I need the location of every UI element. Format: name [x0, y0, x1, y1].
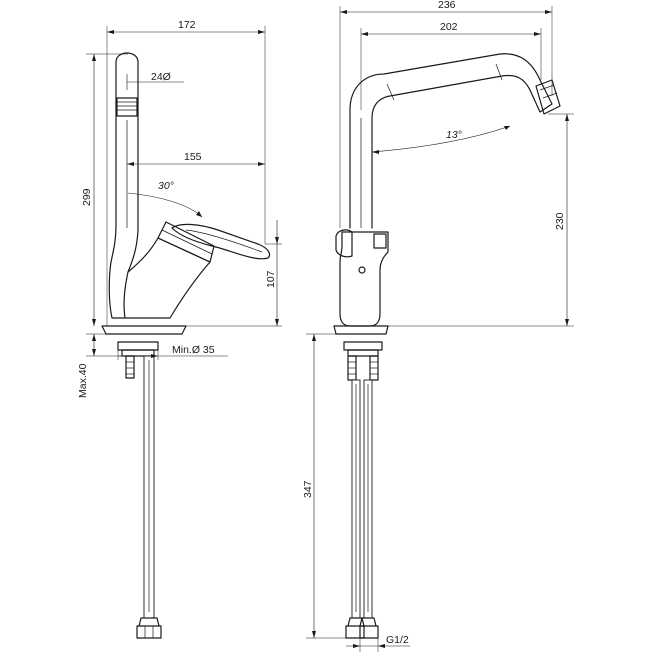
dim-299-label: 299: [81, 188, 93, 206]
dim-155-label: 155: [184, 151, 202, 163]
dim-172-label: 172: [178, 19, 196, 31]
side-aerator: [116, 97, 138, 117]
front-indicator: [358, 266, 366, 274]
dim-107-label: 107: [265, 270, 277, 288]
front-view: 236 202 13° 230 347 G1/2: [302, 0, 574, 652]
dim-min35-label: Min.Ø 35: [172, 344, 215, 356]
front-body: [339, 231, 389, 327]
dim-236-label: 236: [438, 0, 456, 11]
side-body: [125, 237, 211, 319]
side-lever: [171, 223, 271, 260]
dim-g12-label: G1/2: [386, 634, 409, 646]
dim-202-label: 202: [440, 21, 458, 33]
dim-max40-label: Max.40: [77, 363, 89, 398]
side-cartridge: [157, 221, 215, 263]
dim-347-label: 347: [302, 480, 314, 498]
dim-30-arc: [127, 192, 203, 218]
front-aerator: [535, 79, 561, 115]
dim-13-label: 13°: [446, 129, 462, 141]
side-view: 172 24Ø 155 30° 299 107 Min.Ø 35: [77, 19, 282, 639]
front-spout-tube: [349, 53, 553, 229]
dim-13-arc: [371, 125, 511, 153]
side-base-plate: [101, 325, 187, 335]
side-hose-fitting: [136, 617, 162, 639]
dim-230-label: 230: [554, 212, 566, 230]
front-lever: [335, 229, 353, 258]
side-mount-nut: [117, 341, 159, 351]
side-spout-body: [108, 52, 139, 319]
front-mount-nut: [343, 341, 383, 351]
dim-24-label: 24Ø: [151, 71, 171, 83]
dim-30-label: 30°: [158, 180, 174, 192]
front-base-plate: [333, 325, 389, 335]
